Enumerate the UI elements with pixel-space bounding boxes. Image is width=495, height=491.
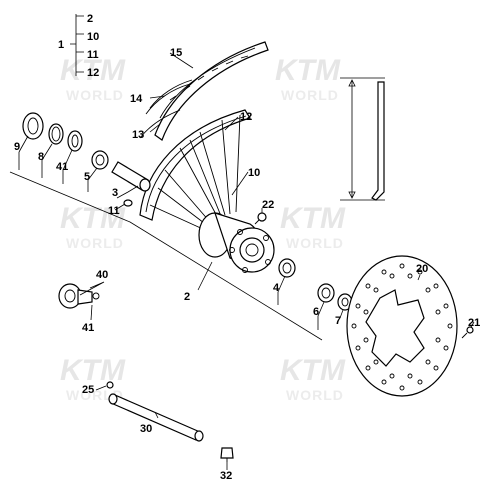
callout-11: 11 xyxy=(108,205,120,217)
disc-bolt-21 xyxy=(461,326,474,339)
callout-8: 8 xyxy=(38,151,44,163)
svg-text:KTM: KTM xyxy=(60,354,126,387)
svg-text:KTM: KTM xyxy=(275,54,341,87)
svg-text:KTM: KTM xyxy=(280,202,346,235)
axle-bolt-32 xyxy=(220,447,234,462)
callout-2: 2 xyxy=(184,291,190,303)
spoke-dimension-gauge xyxy=(340,77,385,201)
distance-sleeve-3 xyxy=(111,161,151,192)
rim-tape xyxy=(139,109,181,139)
svg-text:KTM: KTM xyxy=(60,54,126,87)
callout-1-item-12: 12 xyxy=(87,67,99,79)
ktm-world-watermark: KTM WORLD xyxy=(280,354,346,403)
svg-text:WORLD: WORLD xyxy=(286,387,344,403)
speedo-drive-40 xyxy=(58,283,100,309)
callout-6: 6 xyxy=(313,306,319,318)
svg-text:WORLD: WORLD xyxy=(66,235,124,251)
callout-20: 20 xyxy=(416,263,428,275)
callout-9: 9 xyxy=(14,141,20,153)
callout-13: 13 xyxy=(132,129,144,141)
callout-labels: 15 14 13 12 10 22 2 9 8 41 5 3 11 4 6 7 … xyxy=(14,47,480,482)
spacer-41 xyxy=(67,130,83,152)
svg-text:KTM: KTM xyxy=(60,202,126,235)
wheel-axle xyxy=(108,393,204,442)
svg-text:WORLD: WORLD xyxy=(286,235,344,251)
nipple-25 xyxy=(106,381,114,389)
disc-vent-holes xyxy=(351,263,453,391)
ktm-world-watermark: KTM WORLD xyxy=(60,202,126,251)
bearing-5 xyxy=(91,150,109,170)
callout-1-item-2: 2 xyxy=(87,13,93,25)
ktm-world-watermark: KTM WORLD xyxy=(60,54,126,103)
ktm-world-watermark: KTM WORLD xyxy=(280,202,346,251)
callout-12: 12 xyxy=(240,111,252,123)
callout-1-item-11: 11 xyxy=(87,49,99,61)
callout-1: 1 xyxy=(58,39,64,51)
o-ring-8 xyxy=(48,123,64,145)
bolt-22 xyxy=(254,212,267,225)
svg-text:WORLD: WORLD xyxy=(66,87,124,103)
tire xyxy=(154,41,269,141)
leader-lines xyxy=(18,52,475,470)
callout-1-group: 1 2 10 11 12 xyxy=(58,13,99,79)
callout-7: 7 xyxy=(335,315,341,327)
callout-1-item-10: 10 xyxy=(87,31,99,43)
callout-3: 3 xyxy=(112,187,118,199)
callout-41-bottom: 41 xyxy=(82,322,94,334)
callout-14: 14 xyxy=(130,93,143,105)
watermark-group: KTM WORLD KTM WORLD KTM WORLD KTM WORLD … xyxy=(60,54,346,403)
callout-10: 10 xyxy=(248,167,260,179)
callout-21: 21 xyxy=(468,317,480,329)
callout-40: 40 xyxy=(96,269,108,281)
callout-baseline-left xyxy=(9,171,323,341)
svg-text:KTM: KTM xyxy=(280,354,346,387)
callout-4: 4 xyxy=(273,282,280,294)
wheel-hub xyxy=(198,212,275,273)
callout-41-left: 41 xyxy=(56,161,68,173)
rim xyxy=(139,109,251,221)
spokes xyxy=(149,114,241,231)
nipple-11 xyxy=(123,199,133,207)
callout-30: 30 xyxy=(140,423,152,435)
svg-text:WORLD: WORLD xyxy=(281,87,339,103)
inner-tube xyxy=(145,79,193,115)
ktm-world-watermark: KTM WORLD xyxy=(275,54,341,103)
callout-25: 25 xyxy=(82,384,94,396)
callout-32: 32 xyxy=(220,470,232,482)
bearing-4 xyxy=(278,258,296,278)
callout-22: 22 xyxy=(262,199,274,211)
spacer-6 xyxy=(317,283,335,303)
brake-disc xyxy=(346,255,458,397)
seal-ring-9 xyxy=(22,112,44,140)
callout-15: 15 xyxy=(170,47,182,59)
callout-5: 5 xyxy=(84,171,90,183)
